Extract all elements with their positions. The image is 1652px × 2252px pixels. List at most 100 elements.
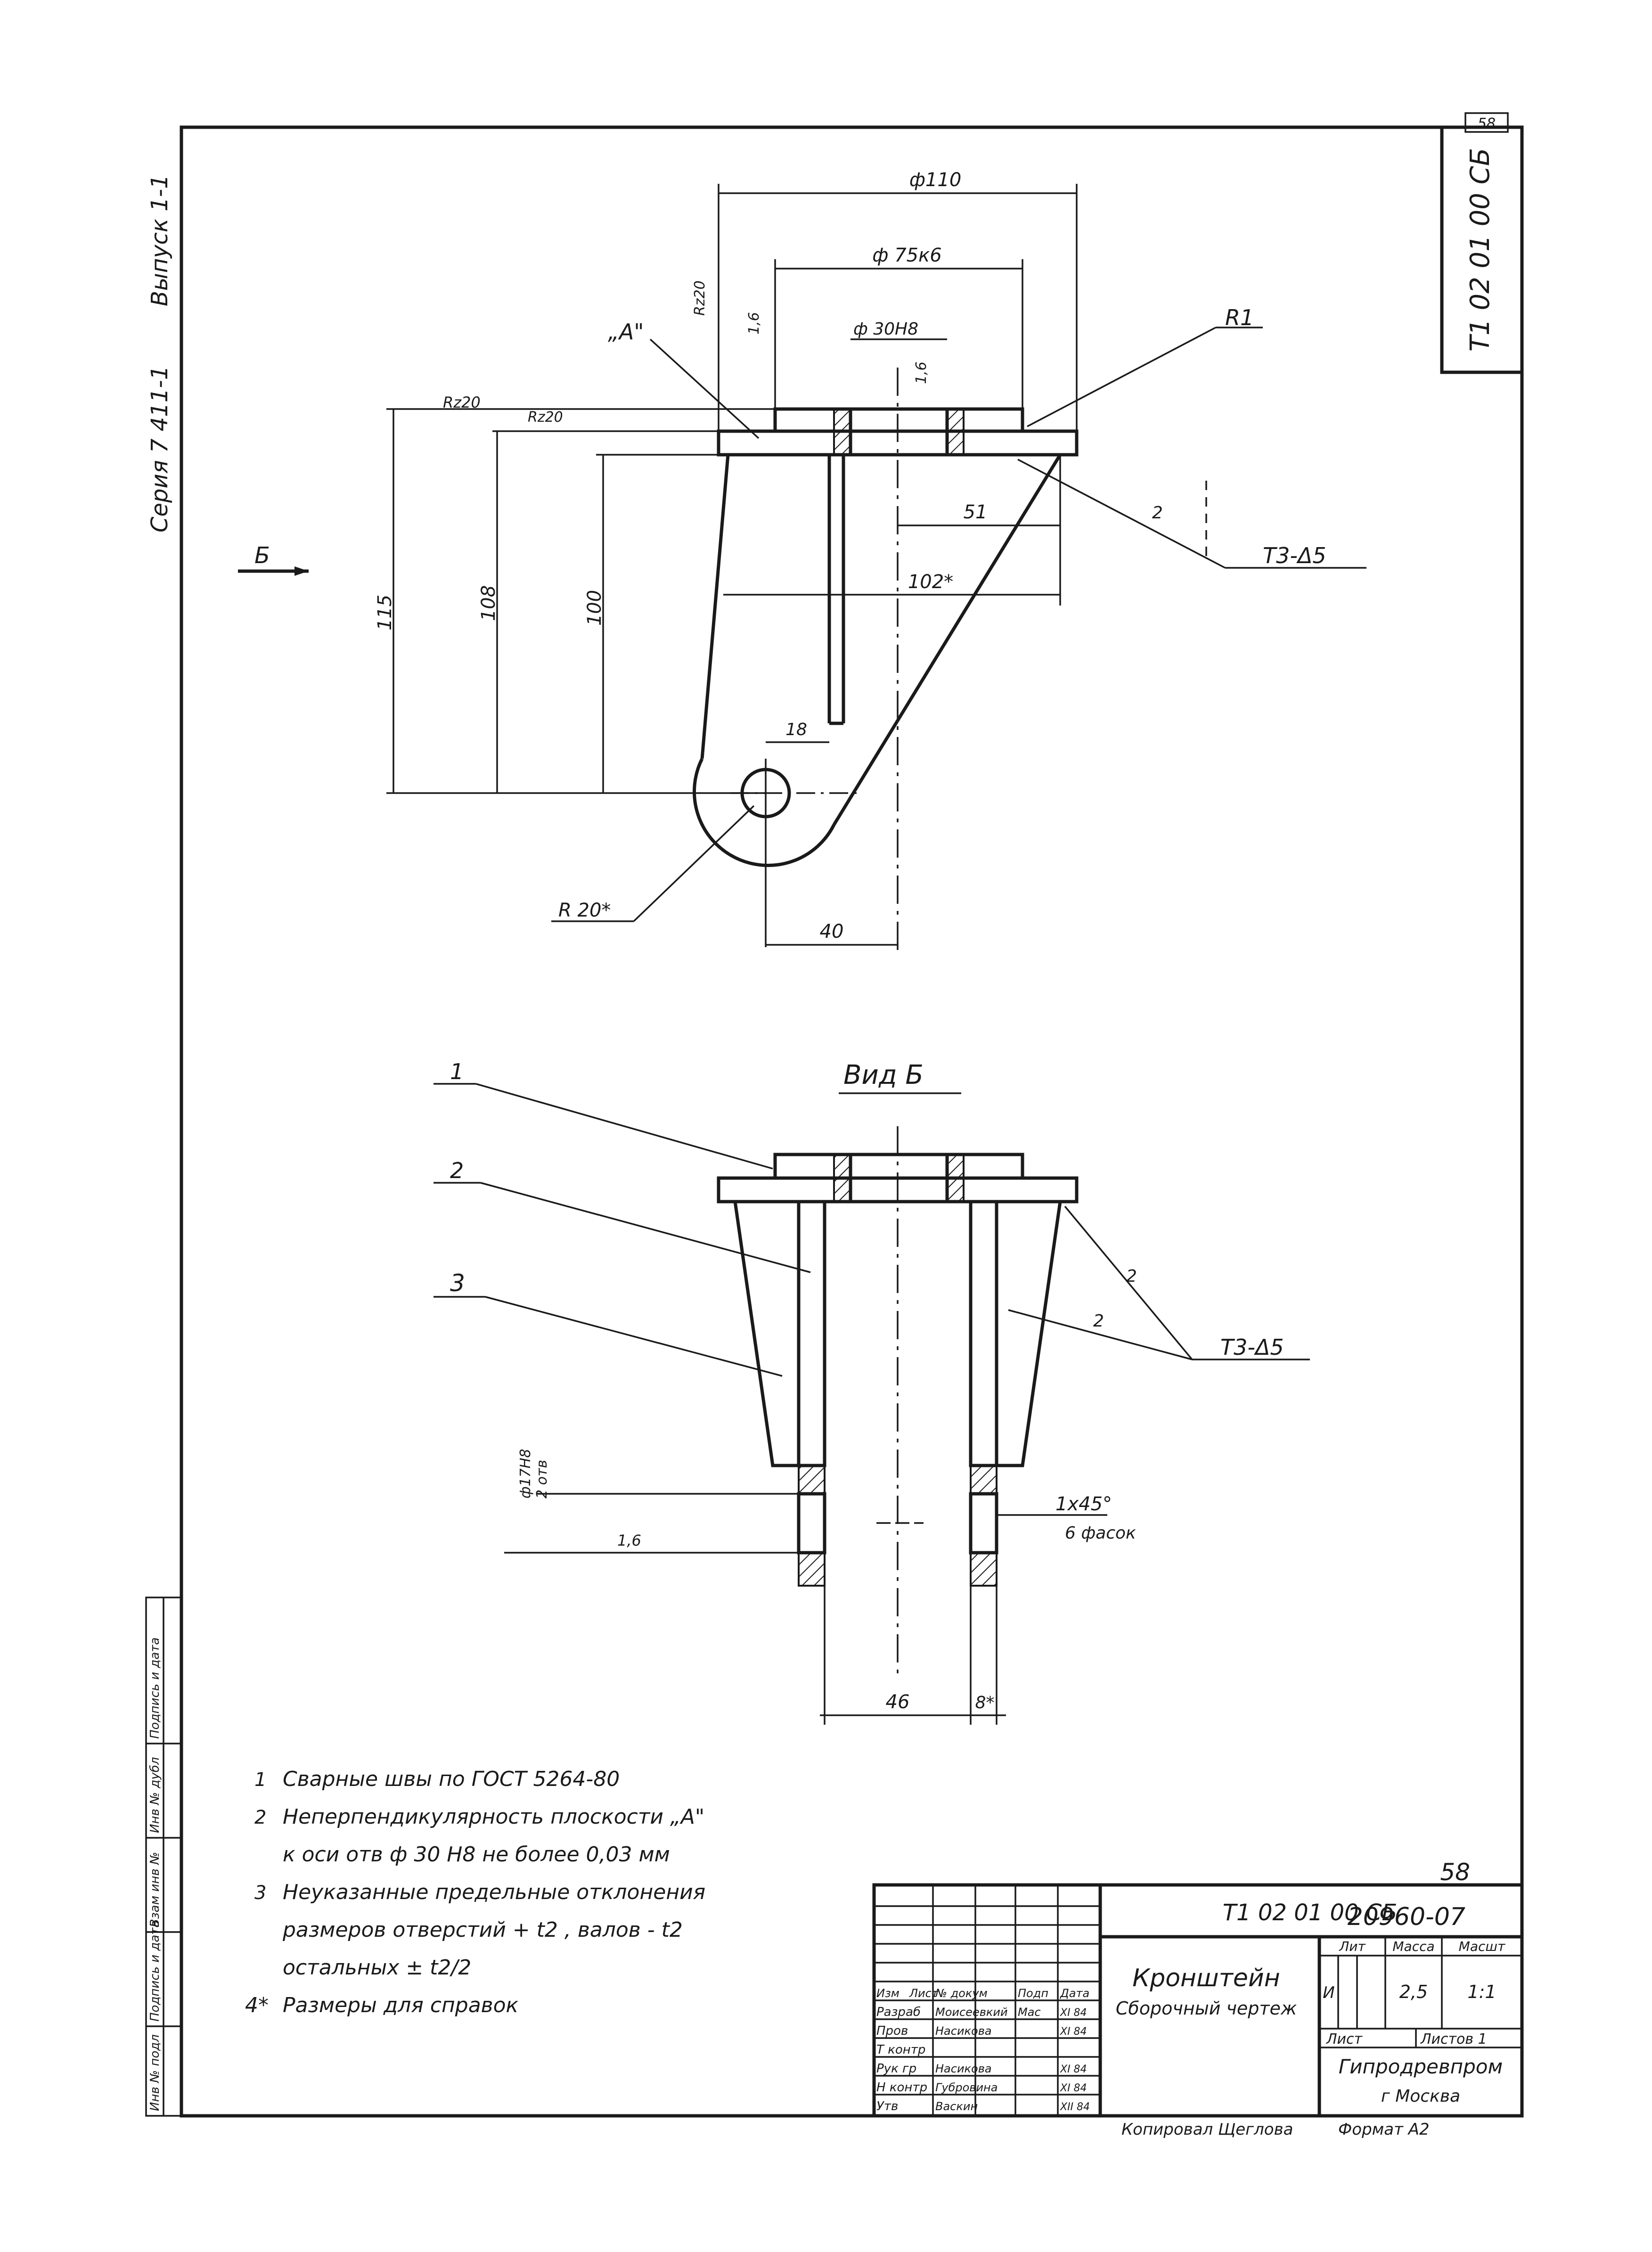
note-2-text: Неперпендикулярность плоскости „А" [283, 1805, 704, 1829]
val-sheets: Листов 1 [1420, 2031, 1487, 2047]
radius-r1: R1 [1225, 305, 1254, 330]
note-2b-text: к оси отв ф 30 Н8 не более 0,03 мм [283, 1843, 670, 1867]
row-razrab-sign: Мас [1018, 2006, 1041, 2019]
org-city: г Москва [1381, 2087, 1460, 2106]
row-nkontr-role: Н контр [876, 2080, 927, 2095]
radius-r20: R 20* [558, 900, 611, 921]
bore-count: 2 отв [534, 1460, 550, 1499]
rough-rz20-top: Rz20 [692, 280, 708, 316]
val-scale: 1:1 [1467, 1982, 1496, 2002]
view-b: Вид Б 1 2 3 2 2 [433, 1059, 1310, 1725]
format: Формат А2 [1338, 2120, 1430, 2139]
dim-d75k6: ф 75к6 [872, 245, 941, 266]
row-rukgr-role: Рук гр [876, 2062, 916, 2076]
row-tkontr-role: Т контр [876, 2043, 925, 2057]
dim-115: 115 [374, 595, 396, 631]
note-3-num: 3 [254, 1882, 266, 1904]
row-nkontr-name: Губровина [935, 2081, 998, 2094]
hdr-lit: Лит [1339, 1939, 1366, 1954]
dim-46: 46 [886, 1691, 910, 1713]
view-arrow-b: Б [254, 542, 270, 569]
side-sign-date-1: Подпись и дата [148, 1920, 162, 2022]
note-4-text: Размеры для справок [283, 1993, 519, 2017]
col-podp: Подп [1018, 1987, 1048, 2000]
copied-by: Копировал Щеглова [1121, 2120, 1293, 2139]
sheet-number: 58 [1440, 1859, 1470, 1886]
label-a: „А" [608, 319, 644, 344]
top-view: ф110 ф 75к6 ф 30Н8 Rz20 1,6 1,6 Rz20 Rz2… [238, 169, 1366, 952]
note-3b-text: размеров отверстий + t2 , валов - t2 [282, 1918, 683, 1942]
col-list: Лист [909, 1987, 939, 2000]
row-utv-date: XII 84 [1060, 2101, 1090, 2113]
row-razrab-date: XI 84 [1060, 2007, 1087, 2019]
val-mass: 2,5 [1399, 1982, 1428, 2002]
rough-16-top: 1,6 [746, 312, 762, 335]
note-3c-text: остальных ± t2/2 [283, 1956, 471, 1980]
hdr-mass: Масса [1392, 1939, 1434, 1954]
archive-number: 20960-07 [1348, 1903, 1465, 1931]
row-nkontr-date: XI 84 [1060, 2082, 1087, 2094]
val-lit: И [1323, 1983, 1334, 2002]
code-box [1440, 125, 1524, 374]
view-b-title: Вид Б [843, 1060, 924, 1090]
chamfer: 1х45° [1055, 1493, 1112, 1515]
row-rukgr-date: XI 84 [1060, 2064, 1087, 2075]
technical-notes: 1 Сварные швы по ГОСТ 5264-80 2 Неперпен… [245, 1767, 705, 2017]
note-1-text: Сварные швы по ГОСТ 5264-80 [283, 1767, 620, 1791]
doc-type: Сборочный чертеж [1116, 1998, 1297, 2019]
col-data: Дата [1060, 1987, 1089, 2000]
pos-1: 1 [450, 1059, 464, 1084]
note-3-text: Неуказанные предельные отклонения [283, 1880, 705, 1904]
weld-b: Т3-Δ5 [1220, 1335, 1284, 1360]
dim-18: 18 [785, 720, 807, 739]
val-sheet: Лист [1326, 2031, 1363, 2047]
chamfer-count: 6 фасок [1065, 1523, 1136, 1543]
weld-num-b2: 2 [1093, 1311, 1104, 1331]
sheet-frame [180, 125, 1524, 2118]
row-prov-role: Пров [876, 2024, 908, 2038]
row-utv-name: Васкин [935, 2100, 978, 2113]
stamp-code: Т1 02 01 00 СБ [1223, 1900, 1398, 1926]
weld-num-b1: 2 [1126, 1267, 1137, 1286]
row-utv-role: Утв [876, 2099, 898, 2113]
row-prov-date: XI 84 [1060, 2026, 1087, 2038]
row-razrab-name: Моисеевкий [935, 2006, 1008, 2019]
weld-num-top: 2 [1152, 503, 1163, 523]
row-razrab-role: Разраб [876, 2005, 921, 2019]
note-2-num: 2 [254, 1807, 266, 1828]
sheet-corner-number: 58 [1478, 115, 1496, 132]
dim-d30h8: ф 30Н8 [853, 319, 918, 339]
note-1-num: 1 [254, 1769, 266, 1791]
drawing-code-vertical: Т1 02 01 00 СБ [1465, 148, 1496, 352]
col-izm: Изм [876, 1987, 900, 2000]
dim-102: 102* [908, 571, 953, 593]
part-name: Кронштейн [1132, 1964, 1280, 1992]
rough-rz20-left-b: Rz20 [528, 409, 563, 426]
side-inv-dubl: Инв № дубл [148, 1757, 162, 1833]
issue-label: Выпуск 1-1 [147, 174, 173, 306]
series-label: Серия 7 411-1 [147, 366, 173, 532]
pos-3: 3 [450, 1269, 465, 1297]
org-name: Гипродревпром [1339, 2055, 1503, 2078]
note-4-num: 4* [245, 1993, 269, 2017]
sheet-corner-box [1464, 112, 1509, 133]
dim-100: 100 [584, 590, 605, 626]
row-rukgr-name: Насикова [935, 2062, 992, 2075]
col-docum: № докум [934, 1987, 988, 2000]
pos-2: 2 [450, 1158, 464, 1183]
dim-51: 51 [964, 501, 988, 523]
bore-d17: ф17Н8 [517, 1449, 534, 1499]
hdr-scale: Масшт [1459, 1939, 1505, 1954]
dim-8: 8* [975, 1693, 995, 1712]
dim-d110: ф110 [909, 169, 962, 191]
side-inv-podl: Инв № подл [148, 2034, 162, 2111]
dim-108: 108 [478, 585, 499, 621]
side-sign-date-2: Подпись и дата [148, 1638, 162, 1739]
dim-40: 40 [820, 921, 844, 942]
rough-16-view-b: 1,6 [617, 1531, 641, 1549]
row-prov-name: Насикова [935, 2024, 992, 2038]
rough-16-hole: 1,6 [913, 361, 930, 384]
weld-top: Т3-Δ5 [1263, 543, 1326, 568]
title-block: 20960-07 Т1 02 01 00 СБ Изм Лист № докум… [872, 1883, 1524, 2118]
